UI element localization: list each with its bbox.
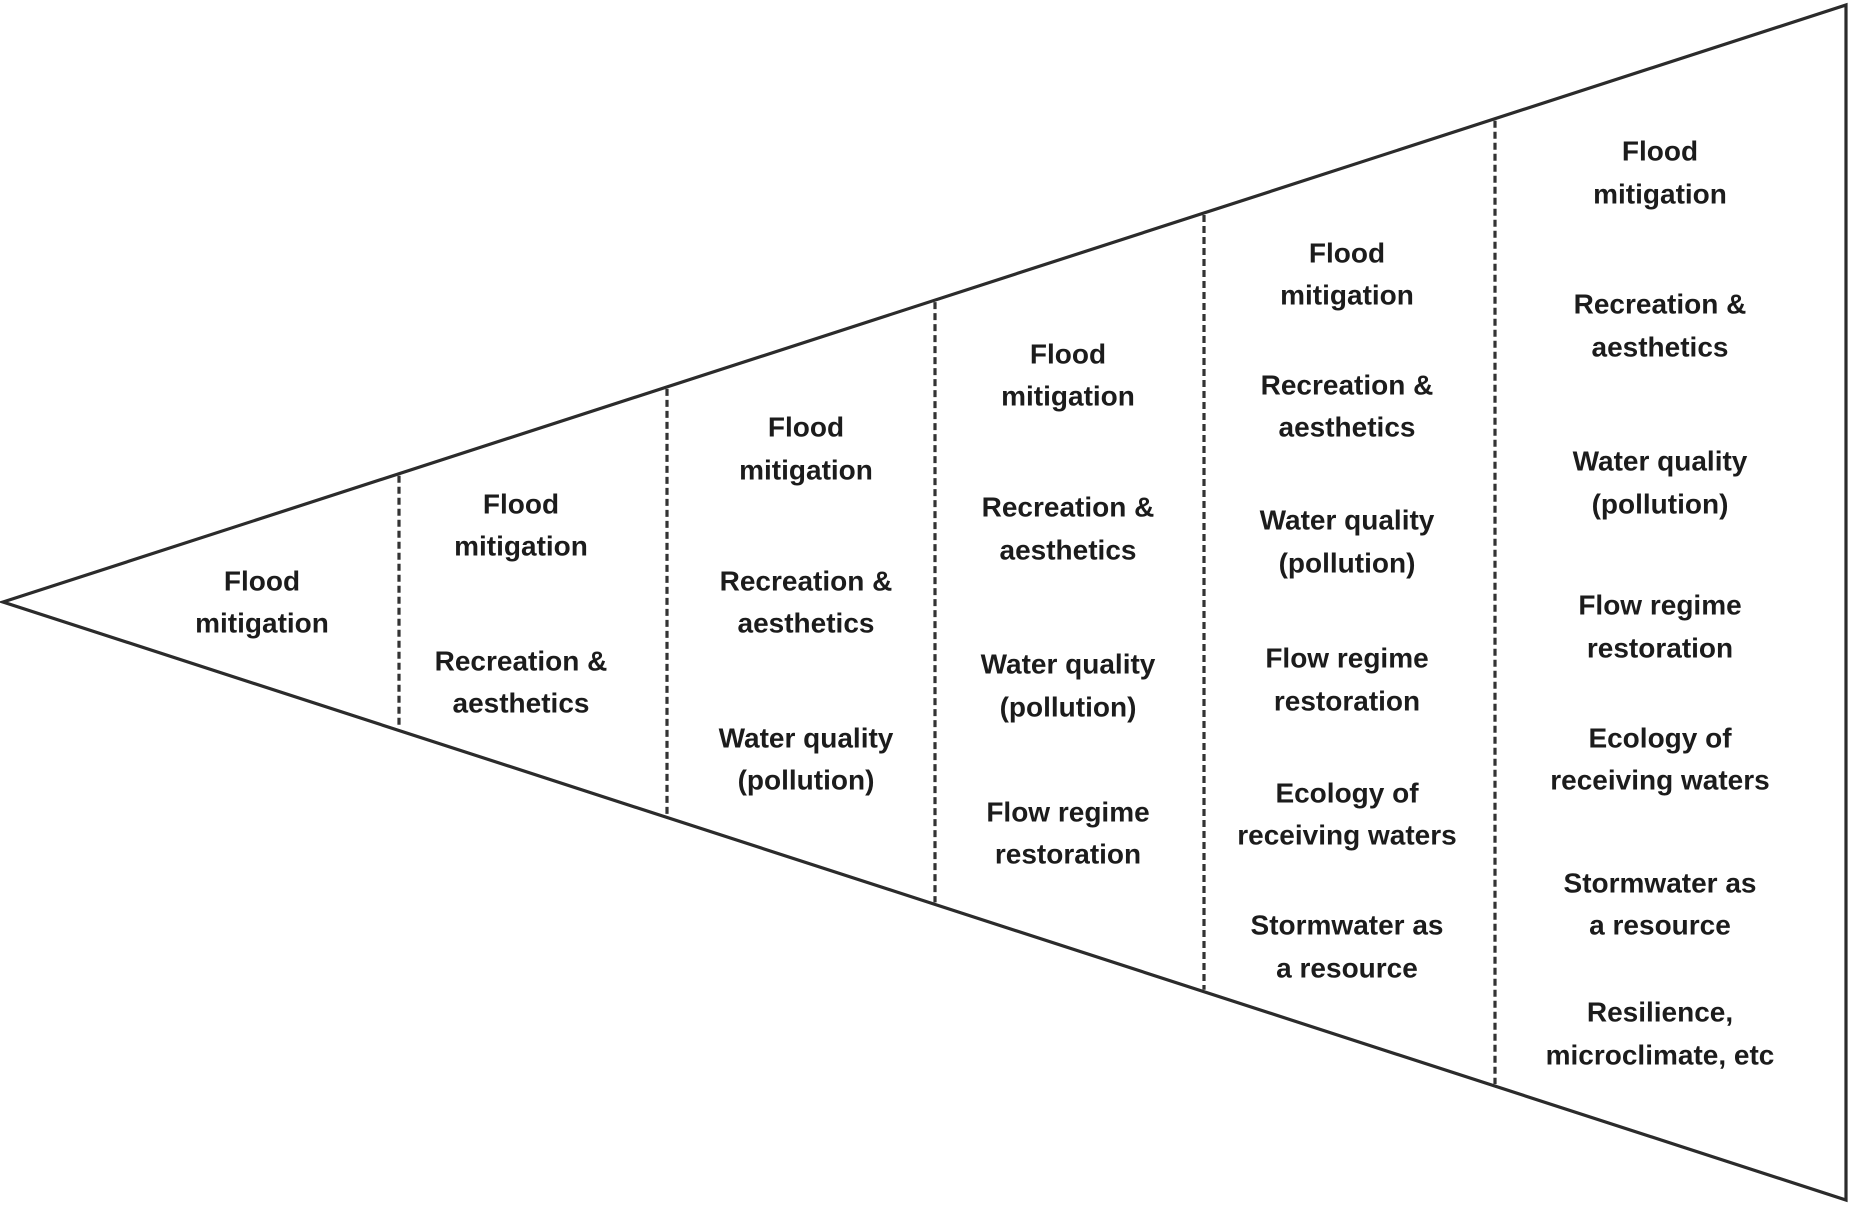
objective-label-line: mitigation xyxy=(1001,381,1135,412)
objective-label: Flood mitigation xyxy=(1593,136,1727,210)
objective-label-line: Flood xyxy=(1622,136,1698,167)
objective-label-line: Recreation & xyxy=(982,492,1155,523)
objective-label-line: mitigation xyxy=(1280,280,1414,311)
objective-label-line: Flood xyxy=(768,412,844,443)
objective-label: Stormwater as a resource xyxy=(1251,910,1444,984)
objective-label-line: Flow regime xyxy=(986,797,1149,828)
objective-label-line: restoration xyxy=(1587,633,1733,664)
objective-label-line: Ecology of xyxy=(1275,778,1419,809)
objective-label-line: Stormwater as xyxy=(1251,910,1444,941)
stage-labels: FloodmitigationFloodmitigationRecreation… xyxy=(195,136,1774,1071)
objective-label-line: receiving waters xyxy=(1237,820,1456,851)
stage-dividers xyxy=(397,120,1497,1085)
objective-label-line: Recreation & xyxy=(720,566,893,597)
objective-label-line: receiving waters xyxy=(1550,765,1769,796)
objective-label-line: Flow regime xyxy=(1578,590,1741,621)
objective-label: Flow regime restoration xyxy=(1265,643,1428,717)
objective-label: Flood mitigation xyxy=(195,566,329,639)
wedge-outline xyxy=(0,2,1848,1203)
objective-label-line: (pollution) xyxy=(1592,489,1729,520)
objective-label-line: Flood xyxy=(483,489,559,520)
objective-label: Water quality (pollution) xyxy=(1573,446,1748,520)
objective-label-line: Flow regime xyxy=(1265,643,1428,674)
objective-label-line: Water quality xyxy=(719,723,894,754)
objective-label: Flood mitigation xyxy=(1001,339,1135,412)
objective-label-line: mitigation xyxy=(454,531,588,562)
objective-label-line: aesthetics xyxy=(1279,412,1416,443)
objective-label-line: a resource xyxy=(1276,953,1418,984)
objective-label-line: aesthetics xyxy=(738,608,875,639)
objective-label-line: Flood xyxy=(224,566,300,597)
objective-label-line: Recreation & xyxy=(435,646,608,677)
objective-label: Recreation & aesthetics xyxy=(435,646,608,719)
objective-label-line: mitigation xyxy=(739,455,873,486)
objective-label-line: mitigation xyxy=(1593,179,1727,210)
objective-label-line: Resilience, xyxy=(1587,997,1733,1028)
objective-label: Flood mitigation xyxy=(454,489,588,562)
objective-label-line: aesthetics xyxy=(1000,535,1137,566)
objective-label-line: a resource xyxy=(1589,910,1731,941)
stage-column-1: Flood mitigation xyxy=(195,566,329,639)
objective-label: Water quality (pollution) xyxy=(981,649,1156,723)
objective-label-line: restoration xyxy=(1274,686,1420,717)
objective-label-line: Water quality xyxy=(1573,446,1748,477)
objective-label-line: Flood xyxy=(1030,339,1106,370)
objective-label: Ecology of receiving waters xyxy=(1550,723,1769,796)
objective-label: Recreation & aesthetics xyxy=(982,492,1155,566)
objective-label-line: Water quality xyxy=(981,649,1156,680)
objective-label: Flow regime restoration xyxy=(986,797,1149,870)
objective-label-line: aesthetics xyxy=(1592,332,1729,363)
objective-label: Flood mitigation xyxy=(739,412,873,486)
objective-label: Stormwater as a resource xyxy=(1564,868,1757,941)
objective-label: Resilience, microclimate, etc xyxy=(1546,997,1775,1071)
objective-label-line: Flood xyxy=(1309,238,1385,269)
objective-label: Flood mitigation xyxy=(1280,238,1414,311)
objective-label-line: Stormwater as xyxy=(1564,868,1757,899)
objective-label: Flow regime restoration xyxy=(1578,590,1741,664)
objective-label-line: microclimate, etc xyxy=(1546,1040,1775,1071)
objective-label-line: (pollution) xyxy=(738,765,875,796)
objective-label-line: mitigation xyxy=(195,608,329,639)
objective-label: Recreation & aesthetics xyxy=(1261,370,1434,443)
objective-label-line: Water quality xyxy=(1260,505,1435,536)
objective-label-line: Ecology of xyxy=(1588,723,1732,754)
objective-label-line: restoration xyxy=(995,839,1141,870)
objective-label: Recreation & aesthetics xyxy=(1574,289,1747,363)
objective-label-line: Recreation & xyxy=(1574,289,1747,320)
objective-label-line: (pollution) xyxy=(1279,548,1416,579)
objective-label: Water quality (pollution) xyxy=(719,723,894,796)
objective-label-line: Recreation & xyxy=(1261,370,1434,401)
objective-label-line: (pollution) xyxy=(1000,692,1137,723)
objective-label-line: aesthetics xyxy=(453,688,590,719)
objective-label: Recreation & aesthetics xyxy=(720,566,893,639)
objective-label: Water quality (pollution) xyxy=(1260,505,1435,579)
objective-label: Ecology of receiving waters xyxy=(1237,778,1456,851)
